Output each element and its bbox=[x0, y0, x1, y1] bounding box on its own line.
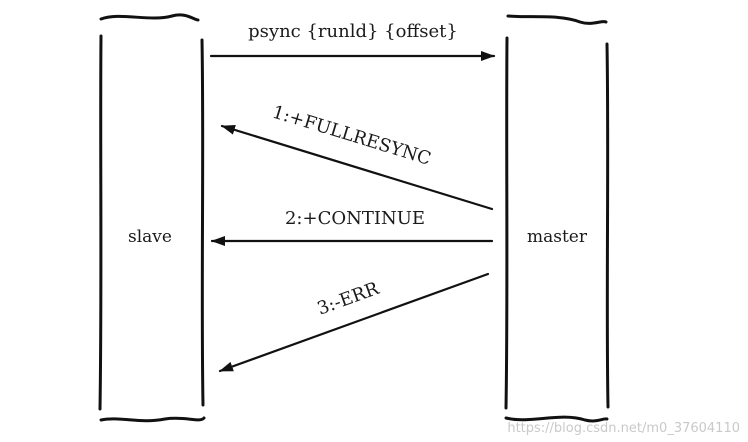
master-node: master bbox=[504, 14, 610, 423]
slave-right-edge bbox=[200, 38, 205, 407]
psync-label: psync {runld} {offset} bbox=[248, 21, 458, 42]
watermark: https://blog.csdn.net/m0_37604110 bbox=[507, 421, 740, 436]
slave-top-edge bbox=[99, 13, 200, 22]
master-bottom-edge bbox=[504, 415, 609, 423]
slave-node: slave bbox=[98, 13, 206, 423]
master-right-edge bbox=[605, 42, 610, 409]
slave-bottom-edge bbox=[99, 416, 206, 423]
err-label: 3:-ERR bbox=[315, 278, 383, 320]
message-err: 3:-ERR bbox=[218, 272, 490, 373]
message-psync: psync {runld} {offset} bbox=[209, 21, 496, 61]
slave-label: slave bbox=[128, 227, 172, 247]
fullresync-label: 1:+FULLRESYNC bbox=[270, 102, 434, 170]
slave-left-edge bbox=[98, 34, 103, 411]
continue-label: 2:+CONTINUE bbox=[285, 208, 425, 229]
master-label: master bbox=[527, 227, 588, 247]
err-arrow bbox=[218, 272, 490, 373]
master-left-edge bbox=[504, 36, 509, 410]
master-top-edge bbox=[506, 14, 608, 25]
message-continue: 2:+CONTINUE bbox=[210, 208, 494, 246]
message-fullresync: 1:+FULLRESYNC bbox=[220, 102, 494, 211]
fullresync-arrow bbox=[220, 124, 494, 211]
